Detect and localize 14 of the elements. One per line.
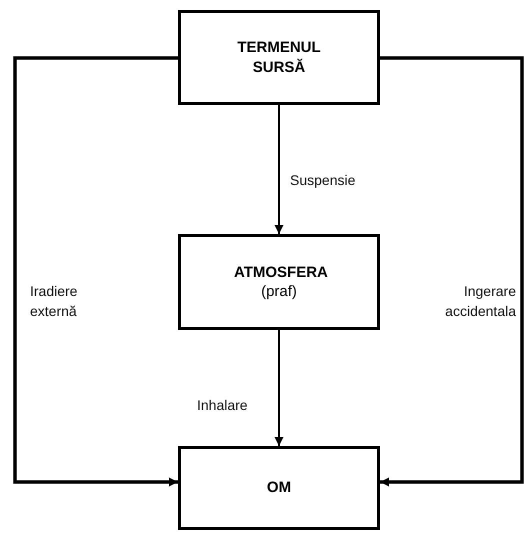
process-box [178,234,380,330]
edge-label: Ingerare accidentala [444,282,516,321]
process-box [178,10,380,105]
arrow [274,105,284,234]
process-box [178,446,380,530]
arrow [13,56,178,486]
box-subtitle: (praf) [261,282,297,302]
arrow [380,56,524,486]
edge-label: Iradiere externă [30,282,78,321]
box-title: OM [266,478,292,498]
edge-label: Inhalare [197,396,249,415]
arrow [274,330,284,446]
edge-label: Suspensie [290,171,356,190]
box-title: TERMENUL SURSĂ [236,38,322,77]
